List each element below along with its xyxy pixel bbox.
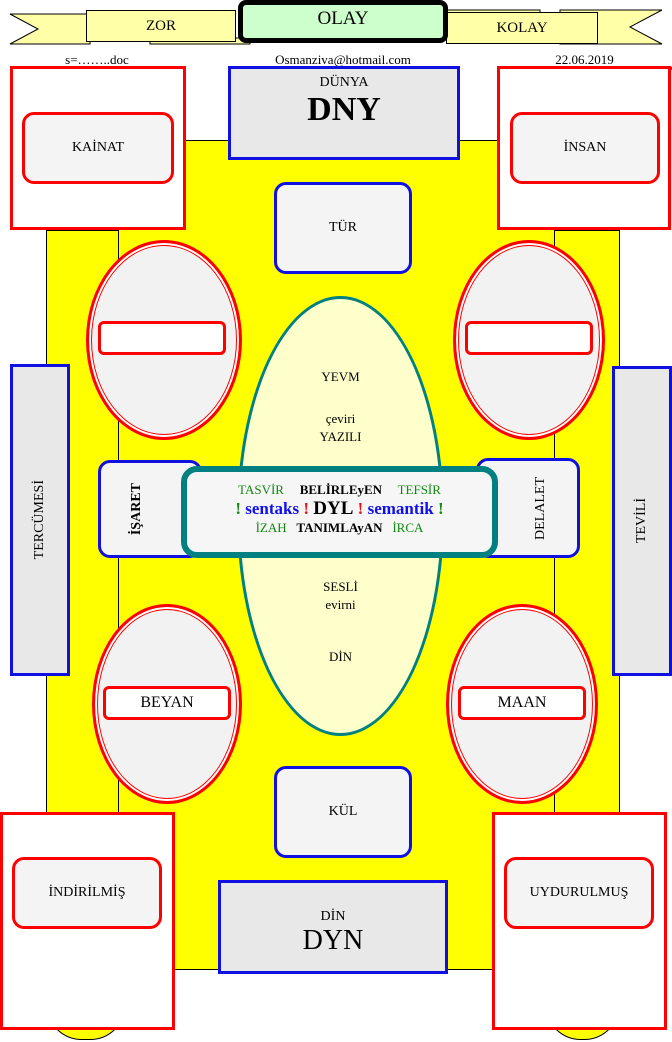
- banner-zor: ZOR: [86, 10, 236, 42]
- tercumesi-box: TERCÜMESİ: [10, 364, 70, 676]
- din-label: DİN: [320, 909, 346, 924]
- kul-label: KÜL: [328, 804, 358, 819]
- isaret-label: İŞARET: [129, 482, 144, 536]
- kainat-label: KAİNAT: [71, 140, 125, 155]
- beyan-label: BEYAN: [140, 694, 194, 711]
- excl-4: !: [437, 499, 444, 518]
- banner-olay: OLAY: [238, 0, 448, 43]
- core-box: TASVİR BELİRLEyEN TEFSİR ! sentaks ! DYL…: [181, 466, 498, 558]
- delalet-label: DELALET: [533, 476, 548, 540]
- sesli-label: SESLİ: [323, 579, 358, 594]
- tercumesi-label: TERCÜMESİ: [32, 480, 47, 560]
- yevm-label: YEVM: [321, 369, 360, 384]
- tanimlayan: TANIMLAyAN: [296, 520, 383, 535]
- indirilmis-box: İNDİRİLMİŞ: [12, 857, 162, 929]
- tefsir: TEFSİR: [397, 482, 441, 497]
- excl-2: !: [303, 499, 310, 518]
- banner-kolay: KOLAY: [446, 12, 598, 44]
- din-box: DİN DYN: [218, 880, 448, 974]
- tevili-box: TEVİLİ: [612, 366, 672, 676]
- maan-box: MAAN: [458, 686, 586, 720]
- dunya-box: DÜNYA DNY: [228, 66, 460, 160]
- dyl: DYL: [313, 498, 354, 519]
- belirleyen: BELİRLEyEN: [299, 482, 383, 497]
- irca: İRCA: [392, 520, 424, 535]
- oval-top-right-slot: [465, 321, 593, 355]
- maan-label: MAAN: [497, 694, 547, 711]
- olay-label: OLAY: [317, 7, 369, 29]
- tevili-label: TEVİLİ: [634, 498, 649, 544]
- kul-box: KÜL: [274, 766, 412, 858]
- yazili-label: YAZILI: [319, 429, 362, 444]
- tur-label: TÜR: [329, 220, 357, 235]
- excl-1: !: [235, 499, 242, 518]
- semantik: semantik: [367, 499, 434, 518]
- indirilmis-label: İNDİRİLMİŞ: [48, 885, 126, 900]
- kolay-label: KOLAY: [496, 19, 548, 36]
- uydurulmus-box: UYDURULMUŞ: [504, 857, 654, 929]
- dny-label: DNY: [307, 91, 381, 128]
- excl-3: !: [357, 499, 364, 518]
- ceviri-label: çeviri: [325, 411, 356, 426]
- evirni-label: evirni: [325, 597, 356, 612]
- core-row-2: ! sentaks ! DYL ! semantik !: [187, 498, 492, 520]
- tur-box: TÜR: [274, 182, 412, 274]
- zor-label: ZOR: [146, 17, 176, 34]
- din-oval-label: DİN: [328, 649, 353, 664]
- oval-top-left-slot: [98, 321, 226, 355]
- sentaks: sentaks: [245, 499, 300, 518]
- dyn-label: DYN: [302, 925, 364, 956]
- core-row-1: TASVİR BELİRLEyEN TEFSİR: [187, 482, 492, 498]
- core-row-3: İZAH TANIMLAyAN İRCA: [187, 520, 492, 536]
- dunya-label: DÜNYA: [319, 75, 369, 90]
- uydurulmus-label: UYDURULMUŞ: [529, 885, 629, 900]
- kainat-box: KAİNAT: [22, 112, 174, 184]
- izah: İZAH: [255, 520, 287, 535]
- insan-label: İNSAN: [563, 140, 607, 155]
- beyan-box: BEYAN: [103, 686, 231, 720]
- insan-box: İNSAN: [510, 112, 660, 184]
- tasvir: TASVİR: [238, 482, 284, 497]
